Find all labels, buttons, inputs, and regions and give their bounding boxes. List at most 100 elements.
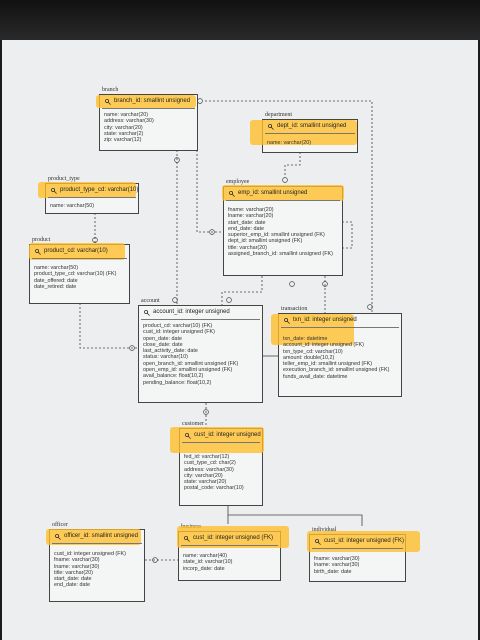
key-icon — [144, 310, 150, 316]
primary-key: cust_id: integer unsigned (FK) — [193, 535, 274, 541]
attribute: name: varchar(20) — [104, 112, 149, 118]
attribute-list: name: varchar(50) — [50, 203, 94, 209]
key-icon — [315, 539, 321, 545]
rel-end-circle — [92, 237, 98, 243]
primary-key: cust_id: integer unsigned — [194, 432, 261, 438]
key-icon — [55, 534, 61, 540]
key-icon — [284, 318, 290, 324]
attribute: title: varchar(20) — [54, 569, 93, 576]
rel-end-circle — [129, 345, 135, 351]
attribute: city: varchar(20) — [184, 472, 223, 479]
attribute: state: varchar(2) — [104, 130, 144, 137]
attribute: open_branch_id: smallint unsigned (FK) — [143, 360, 239, 367]
attribute: lname: varchar(20) — [228, 213, 274, 220]
attribute: txn_type_cd: varchar(10) — [283, 348, 343, 355]
attribute: txn_date: datetime — [283, 336, 328, 342]
entity-name: transaction — [281, 306, 308, 312]
attribute: close_date: date — [143, 341, 183, 348]
attribute: pending_balance: float(10,2) — [143, 379, 212, 386]
rel-end-circle — [174, 157, 180, 163]
rel-end-circle — [152, 557, 158, 563]
rel-end-circle — [172, 297, 178, 303]
rel-end-circle — [367, 304, 373, 310]
entity-name: customer — [182, 421, 204, 427]
attribute: fed_id: varchar(12) — [184, 454, 230, 460]
rel-end-circle — [226, 297, 232, 303]
attribute: name: varchar(40) — [183, 553, 228, 559]
attribute-list: name: varchar(40) state_id: varchar(10) … — [183, 553, 232, 572]
attribute-list: fname: varchar(30) lname: varchar(30) bi… — [314, 556, 360, 575]
attribute: state: varchar(20) — [184, 479, 227, 486]
attribute: dept_id: smallint unsigned (FK) — [228, 238, 303, 245]
attribute: product_cd: varchar(10) (FK) — [143, 323, 213, 329]
key-icon — [229, 191, 235, 197]
rel-end-circle — [203, 409, 209, 415]
attribute-list: fed_id: varchar(12) cust_type_cd: char(2… — [184, 454, 244, 492]
attribute: postal_code: varchar(10) — [184, 485, 244, 492]
attribute: end_date: date — [228, 225, 264, 232]
entity-name: account — [141, 298, 160, 304]
attribute: end_date: date — [54, 582, 90, 589]
pk-highlight — [250, 120, 357, 145]
rel-end-circle — [322, 281, 328, 287]
primary-key: branch_id: smallint unsigned — [114, 98, 191, 104]
attribute: last_activity_date: date — [143, 348, 198, 355]
attribute: title: varchar(20) — [228, 244, 267, 251]
entity-name: product_type — [48, 176, 80, 182]
photo-background — [0, 0, 480, 40]
attribute: start_date: date — [54, 576, 92, 583]
primary-key: cust_id: integer unsigned (FK) — [324, 538, 405, 544]
attribute: status: varchar(10) — [143, 354, 188, 361]
rel-end-circle — [209, 229, 215, 235]
primary-key: txn_id: integer unsigned — [293, 317, 357, 323]
primary-key: account_id: integer unsigned — [153, 309, 230, 315]
attribute: date_offered: date — [34, 277, 78, 284]
attribute: assigned_branch_id: smallint unsigned (F… — [228, 251, 333, 258]
key-icon — [184, 536, 190, 542]
attribute: fname: varchar(30) — [314, 556, 360, 562]
attribute: superior_emp_id: smallint unsigned (FK) — [228, 232, 325, 239]
rel-end-circle — [289, 281, 295, 287]
rel-branch-transaction — [205, 100, 373, 313]
rel-branch-employee — [196, 150, 222, 233]
primary-key: product_cd: varchar(10) — [44, 248, 108, 254]
attribute: address: varchar(30) — [184, 466, 234, 473]
attribute: account_id: integer unsigned (FK) — [283, 342, 364, 349]
attribute-list: txn_date: datetime account_id: integer u… — [283, 336, 389, 380]
pk-highlight — [29, 243, 125, 260]
attribute: avail_balance: float(10,2) — [143, 373, 204, 380]
rel-employee-self — [342, 221, 353, 249]
key-icon — [105, 99, 111, 105]
attribute-list: fname: varchar(20) lname: varchar(20) st… — [228, 207, 333, 257]
rel-department-employee — [284, 152, 301, 178]
key-icon — [185, 433, 191, 439]
attribute: amount: double(10,2) — [283, 354, 335, 361]
attribute-list: name: varchar(20) address: varchar(30) c… — [104, 112, 154, 143]
attribute: cust_id: integer unsigned (FK) — [54, 551, 126, 557]
attribute: cust_id: integer unsigned (FK) — [143, 329, 215, 336]
pk-highlight — [170, 427, 264, 453]
pk-highlight — [46, 529, 141, 545]
attribute: product_type_cd: varchar(10) (FK) — [34, 271, 117, 278]
attribute: lname: varchar(30) — [314, 562, 360, 569]
attribute: start_date: date — [228, 219, 266, 226]
pk-highlight — [307, 531, 420, 552]
attribute: open_emp_id: smallint unsigned (FK) — [143, 367, 233, 374]
pk-highlight — [38, 182, 136, 198]
entity-name: officer — [52, 522, 68, 528]
attribute: funds_avail_date: datetime — [283, 373, 348, 380]
attribute: fname: varchar(20) — [228, 207, 274, 213]
rel-end-circle — [282, 177, 288, 183]
entity-name: individual — [312, 527, 337, 533]
pk-highlight — [222, 185, 344, 201]
attribute: name: varchar(50) — [34, 265, 79, 271]
entity-name: employee — [226, 179, 250, 185]
primary-key: officer_id: smallint unsigned — [64, 533, 138, 539]
rel-end-circle — [197, 98, 203, 104]
attribute: state_id: varchar(10) — [183, 559, 233, 566]
primary-key: dept_id: smallint unsigned — [277, 123, 347, 129]
attribute: teller_emp_id: smallint unsigned (FK) — [283, 361, 372, 368]
attribute: cust_type_cd: char(2) — [184, 460, 236, 467]
attribute: fname: varchar(30) — [54, 557, 100, 564]
